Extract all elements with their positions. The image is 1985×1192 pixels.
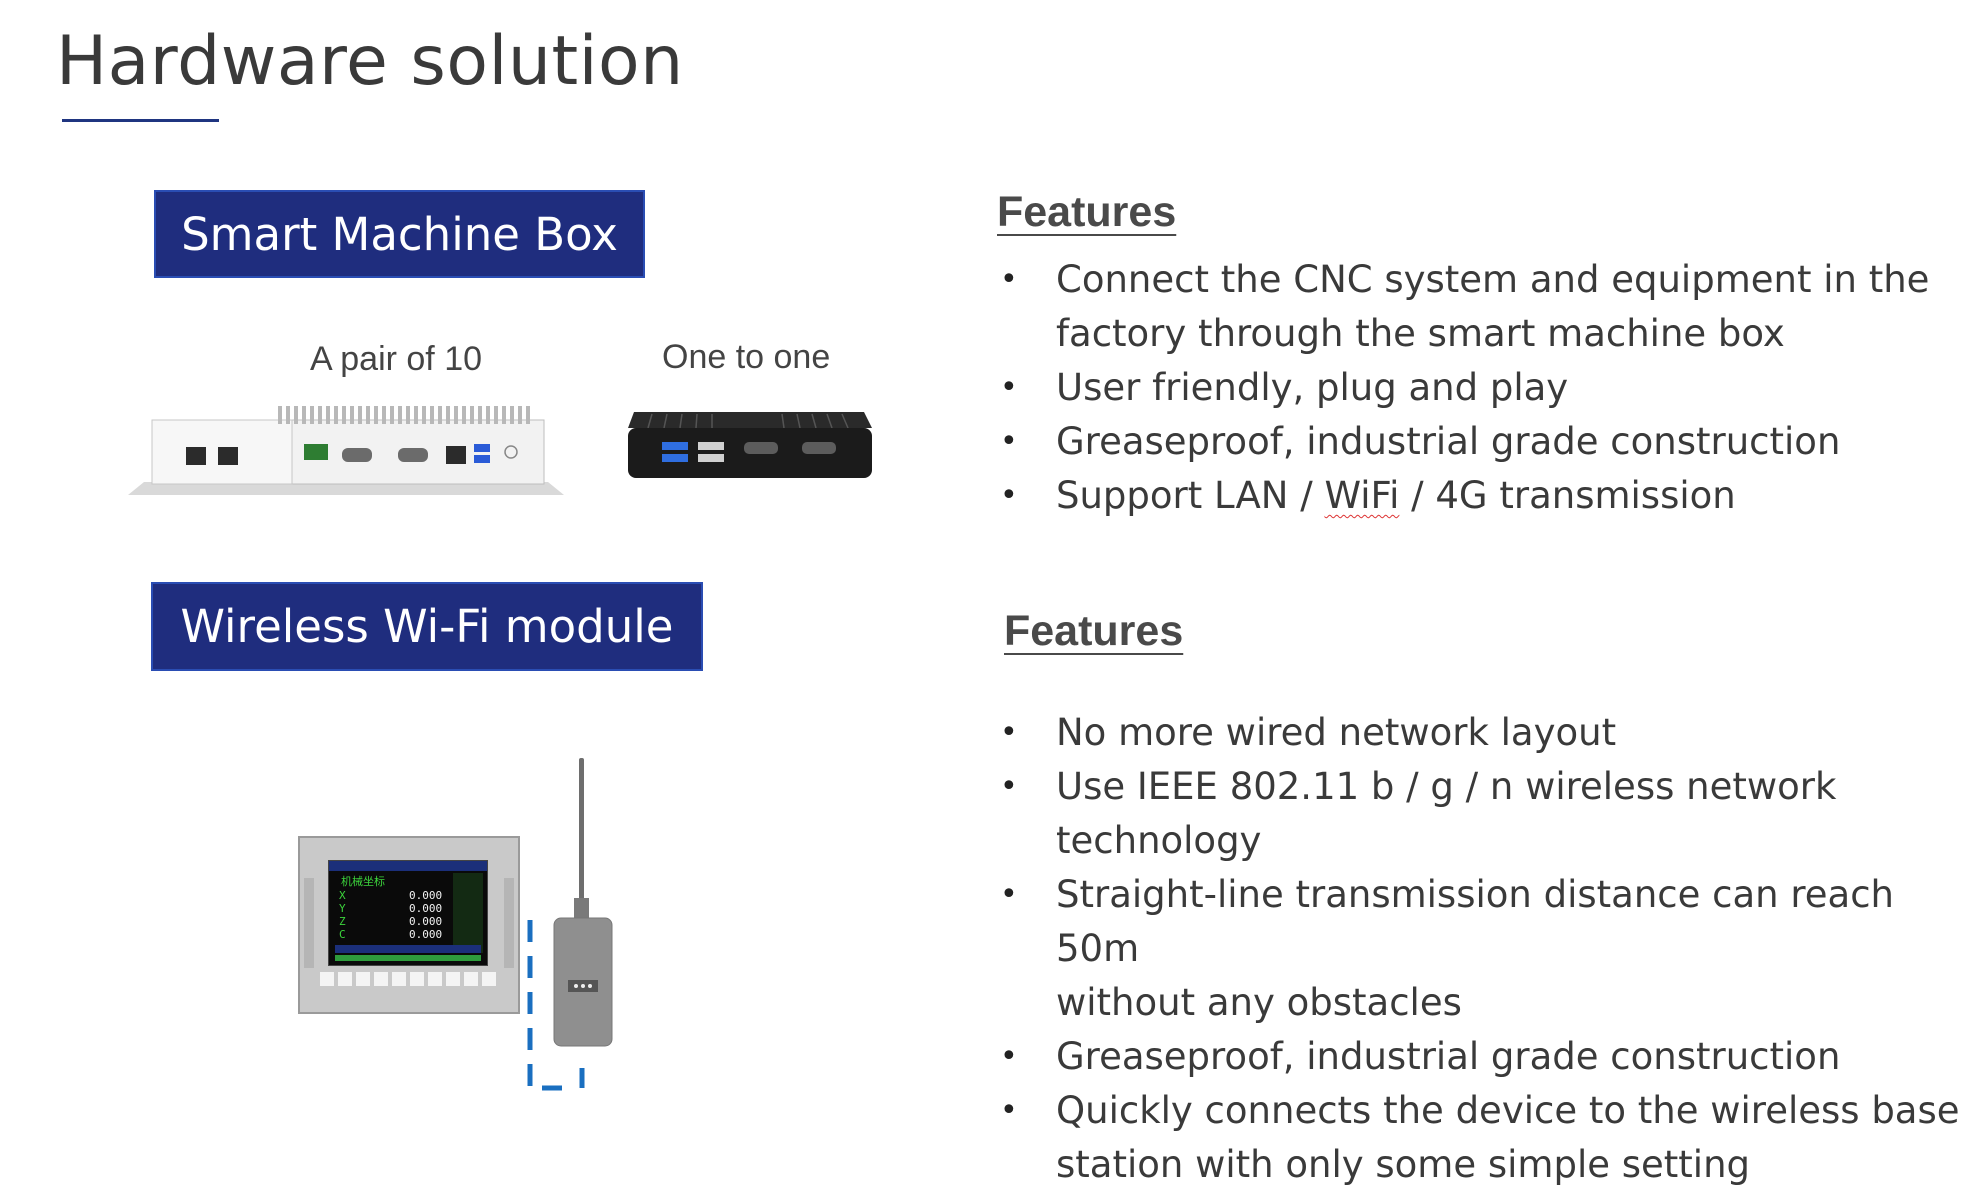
- page-title: Hardware solution: [56, 22, 684, 101]
- list-item: Greaseproof, industrial grade constructi…: [1000, 1030, 1960, 1084]
- axis-label: Y: [339, 902, 346, 915]
- silver-industrial-pc-image: [128, 406, 564, 495]
- list-item: User friendly, plug and play: [1000, 361, 1960, 415]
- spellcheck-word: WiFi: [1324, 474, 1400, 517]
- wifi-module-image: [527, 758, 613, 1091]
- axis-value: 0.000: [409, 902, 443, 915]
- list-item: Straight-line transmission distance can …: [1000, 868, 1960, 976]
- caption-pair-of-10: A pair of 10: [310, 340, 483, 378]
- axis-value: 0.000: [409, 889, 443, 902]
- features-title-smart-box: Features: [997, 188, 1177, 236]
- cnc-controller-image: 机械坐标 X Y Z C 0.000 0.000 0.000 0.000: [298, 836, 520, 1014]
- features-list-smart-box: Connect the CNC system and equipment in …: [1000, 253, 1960, 523]
- title-underline: [62, 119, 219, 122]
- list-item: Support LAN / WiFi / 4G transmission: [1000, 469, 1960, 523]
- list-item: No more wired network layout: [1000, 706, 1960, 760]
- smart-machine-box-heading: Smart Machine Box: [154, 190, 645, 278]
- list-item-continuation: station with only some simple setting: [1056, 1143, 1751, 1186]
- axis-value: 0.000: [409, 928, 443, 941]
- list-item: Greaseproof, industrial grade constructi…: [1000, 415, 1960, 469]
- cnc-screen: 机械坐标 X Y Z C 0.000 0.000 0.000 0.000: [328, 860, 488, 966]
- features-list-wifi: No more wired network layout Use IEEE 80…: [1000, 706, 1960, 1192]
- list-item-text: / 4G transmission: [1399, 474, 1736, 517]
- list-item: Connect the CNC system and equipment in …: [1000, 253, 1960, 307]
- list-item-continuation: without any obstacles: [1056, 981, 1462, 1024]
- list-item-text: Support LAN /: [1056, 474, 1325, 517]
- list-item-continuation: factory through the smart machine box: [1056, 312, 1785, 355]
- wireless-wifi-module-heading: Wireless Wi-Fi module: [151, 582, 703, 671]
- cnc-screen-header: 机械坐标: [341, 875, 385, 888]
- axis-label: C: [339, 928, 346, 941]
- axis-label: X: [339, 889, 346, 902]
- caption-one-to-one: One to one: [662, 338, 831, 376]
- list-item: Quickly connects the device to the wirel…: [1000, 1084, 1960, 1138]
- list-item: Use IEEE 802.11 b / g / n wireless netwo…: [1000, 760, 1960, 868]
- features-title-wifi: Features: [1004, 607, 1184, 655]
- black-mini-pc-image: [628, 412, 872, 478]
- axis-value: 0.000: [409, 915, 443, 928]
- axis-label: Z: [339, 915, 346, 928]
